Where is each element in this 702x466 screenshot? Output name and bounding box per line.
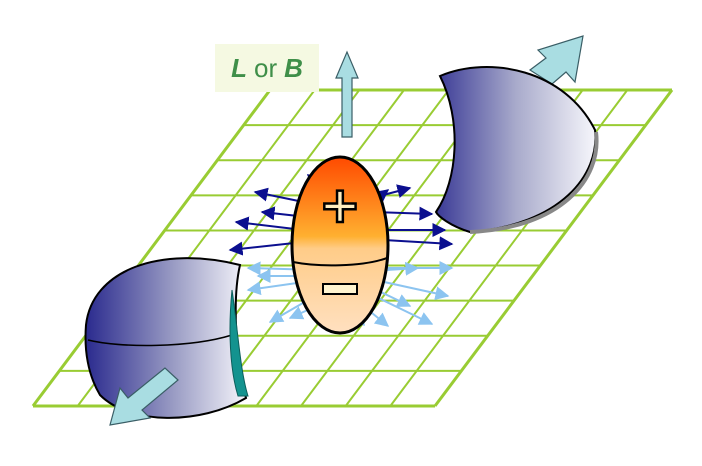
minus-charge-symbol bbox=[322, 283, 358, 295]
l-or-b-label: L or B bbox=[215, 44, 319, 92]
grid-line-diagonal bbox=[31, 89, 272, 407]
central-ellipsoid bbox=[290, 155, 390, 335]
l-or-b-arrow bbox=[335, 50, 359, 138]
plus-charge-symbol: + bbox=[319, 176, 361, 234]
left-motion-arrow bbox=[109, 367, 179, 426]
label-symbol-l: L bbox=[231, 52, 247, 83]
right-nucleus-shell bbox=[434, 35, 599, 234]
field-arrow-dark bbox=[383, 236, 454, 251]
label-word-or: or bbox=[253, 52, 278, 83]
grid-line-diagonal bbox=[433, 89, 674, 407]
label-symbol-b: B bbox=[284, 52, 303, 83]
left-nucleus-shell bbox=[84, 257, 249, 426]
right-motion-arrow bbox=[528, 35, 584, 85]
